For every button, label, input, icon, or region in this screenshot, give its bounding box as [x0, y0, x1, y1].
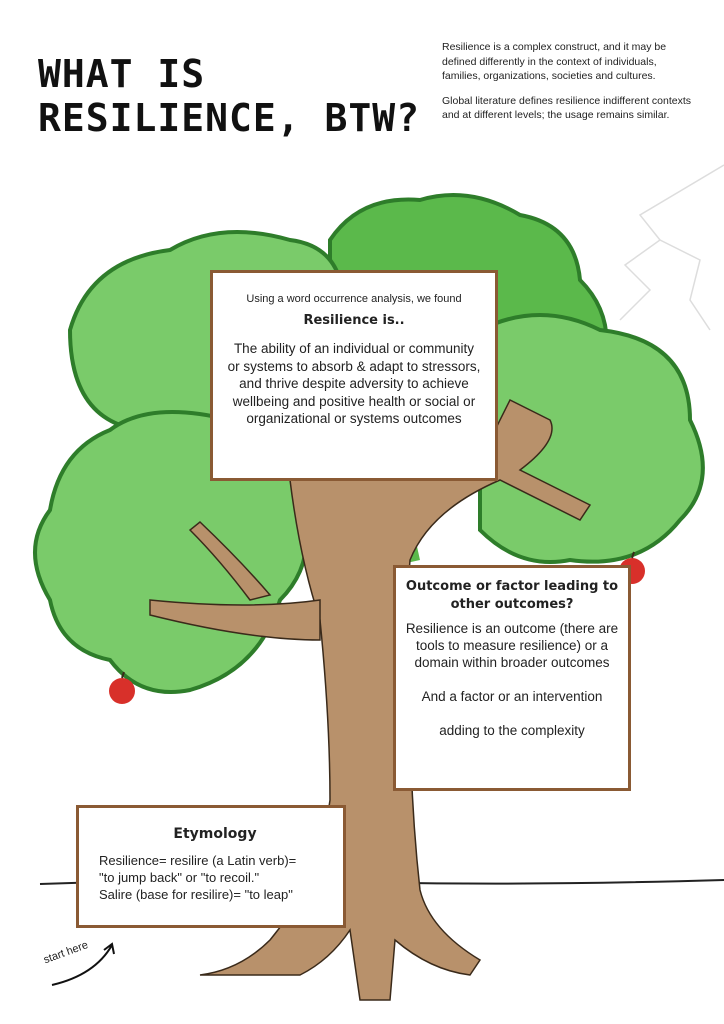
intro-text: Resilience is a complex construct, and i…	[442, 40, 692, 133]
etymology-line-2: "to jump back" or "to recoil."	[99, 870, 260, 885]
definition-lead: Using a word occurrence analysis, we fou…	[246, 293, 462, 305]
outcome-paragraph-2: And a factor or an intervention	[421, 689, 603, 704]
outcome-paragraph-1: Resilience is an outcome (there are tool…	[405, 621, 619, 670]
etymology-box: Etymology Resilience= resilire (a Latin …	[76, 805, 346, 928]
definition-body: The ability of an individual or communit…	[227, 341, 481, 426]
etymology-line-3: Salire (base for resilire)= "to leap"	[99, 887, 293, 902]
intro-paragraph-2: Global literature defines resilience ind…	[442, 94, 692, 122]
definition-heading: Resilience is..	[303, 313, 405, 328]
outcome-box: Outcome or factor leading to other outco…	[393, 565, 631, 791]
definition-box: Using a word occurrence analysis, we fou…	[210, 270, 498, 481]
intro-paragraph-1: Resilience is a complex construct, and i…	[442, 41, 667, 82]
etymology-heading: Etymology	[173, 826, 257, 842]
apple-icon	[109, 671, 135, 704]
start-arrow-icon	[51, 942, 115, 986]
outcome-paragraph-3: adding to the complexity	[439, 723, 585, 738]
page-title: WHAT IS RESILIENCE, BTW?	[38, 52, 421, 140]
etymology-line-1: Resilience= resilire (a Latin verb)=	[99, 853, 297, 868]
outcome-heading: Outcome or factor leading to other outco…	[405, 579, 619, 612]
crack-lines	[619, 164, 724, 331]
